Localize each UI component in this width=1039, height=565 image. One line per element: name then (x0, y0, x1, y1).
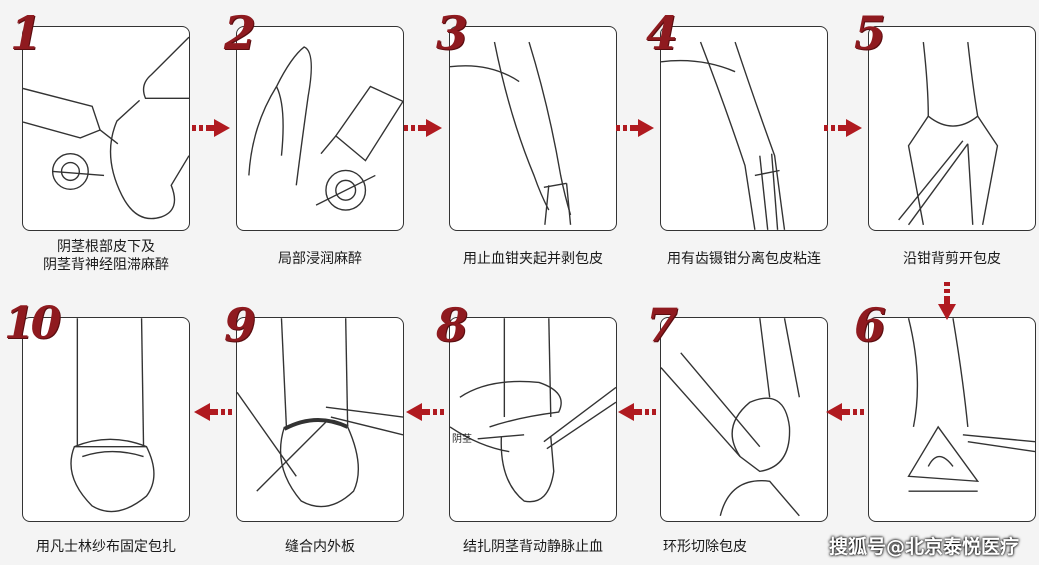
step-9-caption: 缝合内外板 (285, 539, 355, 555)
arrow-left-icon (826, 403, 864, 421)
step-4-illustration (661, 41, 786, 230)
step-2-caption: 局部浸润麻醉 (278, 251, 362, 267)
step-7-number: 7 (646, 298, 679, 352)
step-4-number: 4 (646, 6, 679, 60)
step-10-caption: 用凡士林纱布固定包扎 (36, 539, 176, 555)
step-2-panel (236, 26, 404, 231)
step-3-caption: 用止血钳夹起并剥包皮 (463, 251, 603, 267)
step-5-illustration (898, 41, 999, 226)
arrow-right-icon (192, 119, 230, 137)
step-9-illustration (237, 318, 403, 508)
step-4-caption: 用有齿镊钳分离包皮粘连 (667, 251, 821, 267)
arrow-left-icon (194, 403, 232, 421)
step-2-number: 2 (224, 6, 257, 60)
step-1-illustration (23, 36, 189, 220)
step-4-panel (660, 26, 828, 231)
step-8-panel: 阴茎 (449, 317, 617, 522)
step-5-number: 5 (854, 6, 887, 60)
step-9-panel (236, 317, 404, 522)
step-1-panel (22, 26, 190, 231)
arrow-left-icon (618, 403, 656, 421)
step-5-panel (868, 26, 1036, 231)
step-7-panel (660, 317, 828, 522)
step-5-caption: 沿钳背剪开包皮 (903, 251, 1001, 267)
step-9-number: 9 (224, 298, 257, 352)
step-10-number: 10 (4, 298, 61, 349)
arrow-right-icon (616, 119, 654, 137)
arrow-right-icon (824, 119, 862, 137)
step-10-panel (22, 317, 190, 522)
step-6-panel (868, 317, 1036, 522)
step-7-caption: 环形切除包皮 (663, 539, 747, 555)
step-6-number: 6 (854, 298, 887, 352)
arrow-right-icon (404, 119, 442, 137)
arrow-left-icon (406, 403, 444, 421)
step-8-number: 8 (436, 298, 469, 352)
step-1-caption: 阴茎根部皮下及 阴茎背神经阻滞麻醉 (43, 239, 169, 273)
step-6-illustration (907, 318, 1035, 492)
step-2-illustration (248, 46, 403, 211)
step-8-pointer-label: 阴茎 (452, 434, 472, 445)
step-8-illustration (450, 318, 616, 503)
arrow-down-icon (938, 282, 956, 320)
step-10-illustration (70, 318, 155, 513)
step-3-number: 3 (436, 6, 469, 60)
step-7-illustration (661, 318, 801, 517)
step-3-panel (449, 26, 617, 231)
step-8-caption: 结扎阴茎背动静脉止血 (463, 539, 603, 555)
step-3-illustration (450, 41, 572, 225)
watermark: 搜狐号@北京泰悦医疗 (828, 536, 1019, 558)
step-1-number: 1 (10, 6, 43, 60)
